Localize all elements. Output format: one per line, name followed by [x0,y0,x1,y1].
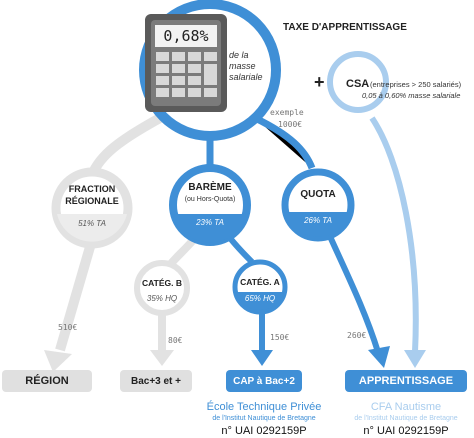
arrowhead-region [44,350,72,372]
link-to-categ-a [227,236,255,265]
fraction-title-line2: RÉGIONALE [65,196,119,206]
calculator-label-line1: de la [229,50,249,60]
arrow-quota-apprentissage [325,230,381,353]
categ-b-amount: 80€ [168,336,183,345]
bac3-box: Bac+3 et + [120,370,192,392]
bareme-rate: 23% TA [196,218,224,227]
csa-rate: 0,05 à 0,60% masse salariale [362,91,461,100]
calculator-label-line2: masse [229,61,256,71]
arrowhead-quota [368,346,390,368]
arrow-csa-apprentissage [369,116,419,353]
quota-title: QUOTA [300,189,336,200]
calculator-label: de la masse salariale [229,50,263,83]
school-left-title: École Technique Privée [206,401,322,413]
bareme-title: BARÈME [188,182,232,193]
csa-circle [327,51,389,113]
fraction-rate-band [57,214,127,242]
calculator-display: 0,68% [163,27,209,45]
categ-b-circle [134,260,190,316]
school-right-uai: n° UAI 0292159P [363,425,449,437]
categ-a-amount: 150€ [270,333,290,342]
fraction-rate: 51% TA [78,219,106,228]
quota-amount: 260€ [347,331,367,340]
cap-box: CAP à Bac+2 [226,370,302,392]
fraction-amount: 510€ [58,323,78,332]
categ-a-rate: 65% HQ [244,294,276,303]
quota-rate: 26% TA [304,216,332,225]
arrowhead-bac3 [150,350,174,366]
link-to-quota [253,114,316,170]
calculator-icon [145,14,227,112]
region-box: RÉGION [2,370,92,392]
link-to-categ-b [166,235,199,268]
fraction-title: FRACTION RÉGIONALE [56,183,128,207]
csa-title: CSA [346,78,370,90]
quota-rate-band [286,212,350,237]
school-left-sub: de l'Institut Nautique de Bretagne [212,415,316,422]
categ-b-rate: 35% HQ [146,294,178,303]
apprentissage-box: APPRENTISSAGE [345,370,467,392]
fraction-title-line1: FRACTION [68,184,116,194]
example-label: exemple [270,108,304,117]
csa-subtitle: (entreprises > 250 salariés) [370,80,462,89]
categ-b-title: CATÉG. B [142,278,182,288]
link-to-fraction [87,113,163,178]
page-title: TAXE D'APPRENTISSAGE [283,22,407,33]
calculator-label-line3: salariale [229,72,263,82]
school-left-uai: n° UAI 0292159P [221,425,307,437]
categ-a-title: CATÉG. A [240,277,280,287]
school-right-sub: de l'Institut Nautique de Bretagne [354,415,458,422]
arrowhead-csa [404,350,426,368]
school-right-title: CFA Nautisme [370,401,442,413]
bareme-subtitle: (ou Hors-Quota) [184,196,236,203]
bareme-rate-band [174,214,246,243]
arrow-fraction-region [55,238,97,352]
arrowhead-cap [251,350,273,366]
categ-a-rate-band [236,292,284,310]
plus-sign: + [314,72,325,92]
example-amount: 1000€ [278,120,303,129]
